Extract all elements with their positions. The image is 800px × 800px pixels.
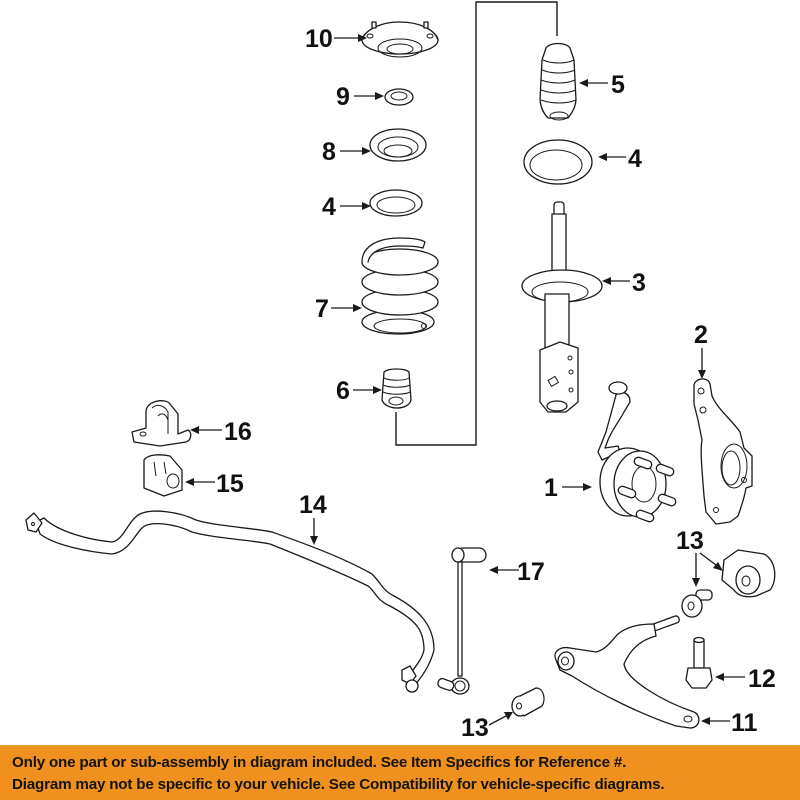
disclaimer-banner: Only one part or sub-assembly in diagram… bbox=[0, 745, 800, 800]
callout-3: 3 bbox=[602, 269, 646, 297]
suspension-exploded-diagram: 10 9 8 4 7 6 5 4 3 2 bbox=[25, 1, 776, 742]
callout-9: 9 bbox=[336, 83, 384, 111]
callout-17: 17 bbox=[489, 558, 545, 586]
part-stabilizer-bar[interactable] bbox=[25, 510, 435, 693]
part-control-arm-bushing-rear[interactable] bbox=[721, 549, 776, 598]
callout-label: 6 bbox=[336, 377, 350, 405]
callout-13-bottom: 13 bbox=[461, 712, 513, 742]
callout-1: 1 bbox=[544, 474, 592, 502]
part-steering-knuckle[interactable] bbox=[693, 378, 753, 525]
callout-16: 16 bbox=[190, 418, 252, 446]
callout-label: 11 bbox=[731, 709, 758, 737]
part-control-arm-bushing-mid[interactable] bbox=[681, 589, 713, 618]
callout-label: 14 bbox=[299, 491, 327, 519]
part-control-arm-bushing-front[interactable] bbox=[511, 687, 545, 717]
part-spring-seat[interactable] bbox=[369, 128, 427, 162]
callout-6: 6 bbox=[336, 377, 382, 405]
part-bump-stop[interactable] bbox=[381, 368, 412, 409]
callout-label: 13 bbox=[676, 527, 704, 555]
callout-4-right: 4 bbox=[598, 145, 642, 173]
part-strut[interactable] bbox=[521, 201, 603, 413]
part-bolt[interactable] bbox=[685, 636, 713, 689]
part-bearing[interactable] bbox=[384, 88, 414, 106]
part-dust-boot[interactable] bbox=[539, 42, 577, 121]
callout-label: 9 bbox=[336, 83, 350, 111]
callout-label: 12 bbox=[748, 665, 776, 693]
part-spring-insulator-upper[interactable] bbox=[369, 189, 423, 217]
callout-label: 4 bbox=[628, 145, 642, 173]
callout-label: 7 bbox=[315, 295, 329, 323]
callout-label: 16 bbox=[224, 418, 252, 446]
callout-label: 1 bbox=[544, 474, 558, 502]
part-strut-mount[interactable] bbox=[361, 21, 439, 58]
callout-label: 3 bbox=[632, 269, 646, 297]
callout-label: 15 bbox=[216, 470, 244, 498]
disclaimer-line-2: Diagram may not be specific to your vehi… bbox=[12, 776, 665, 793]
callout-label: 13 bbox=[461, 714, 489, 742]
callout-8: 8 bbox=[322, 138, 371, 166]
part-stabilizer-link[interactable] bbox=[437, 547, 487, 695]
callout-label: 5 bbox=[611, 71, 625, 99]
callout-15: 15 bbox=[185, 470, 244, 498]
callout-4-left: 4 bbox=[322, 193, 371, 221]
callout-label: 8 bbox=[322, 138, 336, 166]
part-bushing-bracket[interactable] bbox=[131, 400, 192, 447]
disclaimer-line-1: Only one part or sub-assembly in diagram… bbox=[12, 754, 627, 771]
part-stabilizer-bushing[interactable] bbox=[143, 454, 183, 497]
part-spring-insulator-lower[interactable] bbox=[523, 139, 593, 185]
callout-12: 12 bbox=[715, 665, 776, 693]
callout-14: 14 bbox=[299, 491, 327, 545]
callout-5: 5 bbox=[579, 71, 625, 99]
part-lower-control-arm[interactable] bbox=[554, 615, 700, 729]
part-coil-spring[interactable] bbox=[361, 237, 439, 335]
callout-13-top: 13 bbox=[676, 527, 723, 587]
callout-label: 17 bbox=[517, 558, 545, 586]
callout-label: 10 bbox=[305, 25, 333, 53]
callout-label: 4 bbox=[322, 193, 336, 221]
assembly-bracket bbox=[395, 1, 558, 446]
callout-11: 11 bbox=[701, 709, 758, 737]
callout-10: 10 bbox=[305, 25, 367, 53]
callout-label: 2 bbox=[694, 321, 708, 349]
callout-7: 7 bbox=[315, 295, 362, 323]
callout-2: 2 bbox=[694, 321, 708, 379]
part-hub-bearing[interactable] bbox=[597, 381, 677, 523]
